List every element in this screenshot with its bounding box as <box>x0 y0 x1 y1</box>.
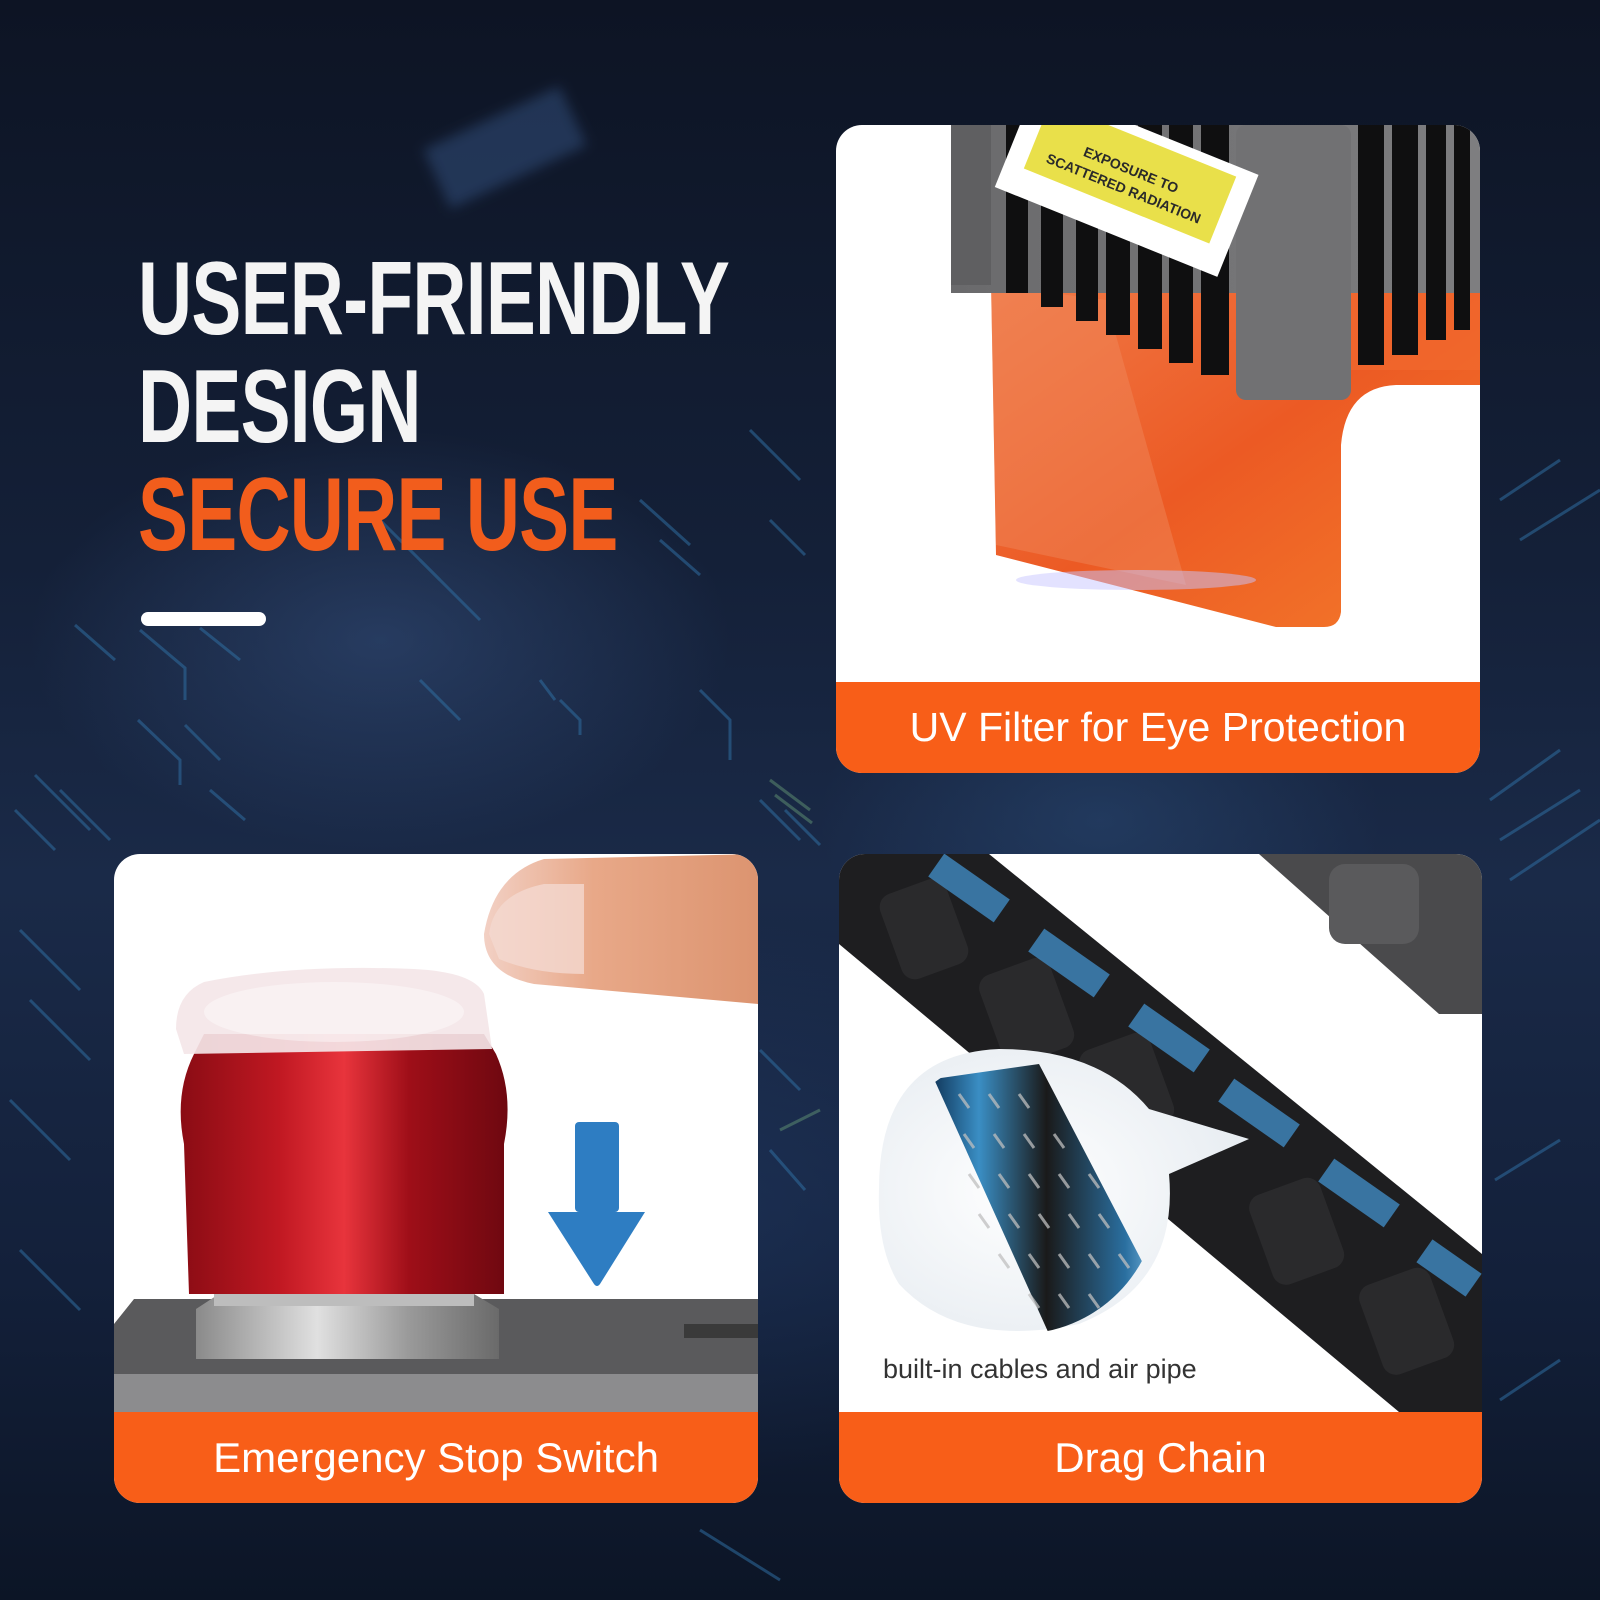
headline-line-1: USER-FRIENDLY <box>138 241 730 357</box>
drag-chain-caption: built-in cables and air pipe <box>883 1354 1197 1384</box>
card-uv-filter: EXPOSURE TO SCATTERED RADIATION UV Filte… <box>836 125 1480 773</box>
card-emergency-stop: Emergency Stop Switch <box>114 854 758 1503</box>
card-label-emergency-stop: Emergency Stop Switch <box>114 1412 758 1503</box>
card-label-drag-chain: Drag Chain <box>839 1412 1482 1503</box>
headline-line-2: DESIGN <box>138 349 421 465</box>
card-drag-chain: built-in cables and air pipe Drag Chain <box>839 854 1482 1503</box>
arrow-down-icon <box>548 1122 645 1286</box>
drag-chain-image <box>839 854 1482 1412</box>
headline-line-3: SECURE USE <box>138 457 618 573</box>
laser-module-image: EXPOSURE TO SCATTERED RADIATION <box>951 125 1480 627</box>
card-label-uv-filter: UV Filter for Eye Protection <box>836 682 1480 773</box>
headline-underline <box>141 612 266 626</box>
emergency-stop-image <box>114 854 758 1412</box>
headline: USER-FRIENDLY DESIGN SECURE USE <box>138 241 730 573</box>
background-glow <box>423 86 587 209</box>
